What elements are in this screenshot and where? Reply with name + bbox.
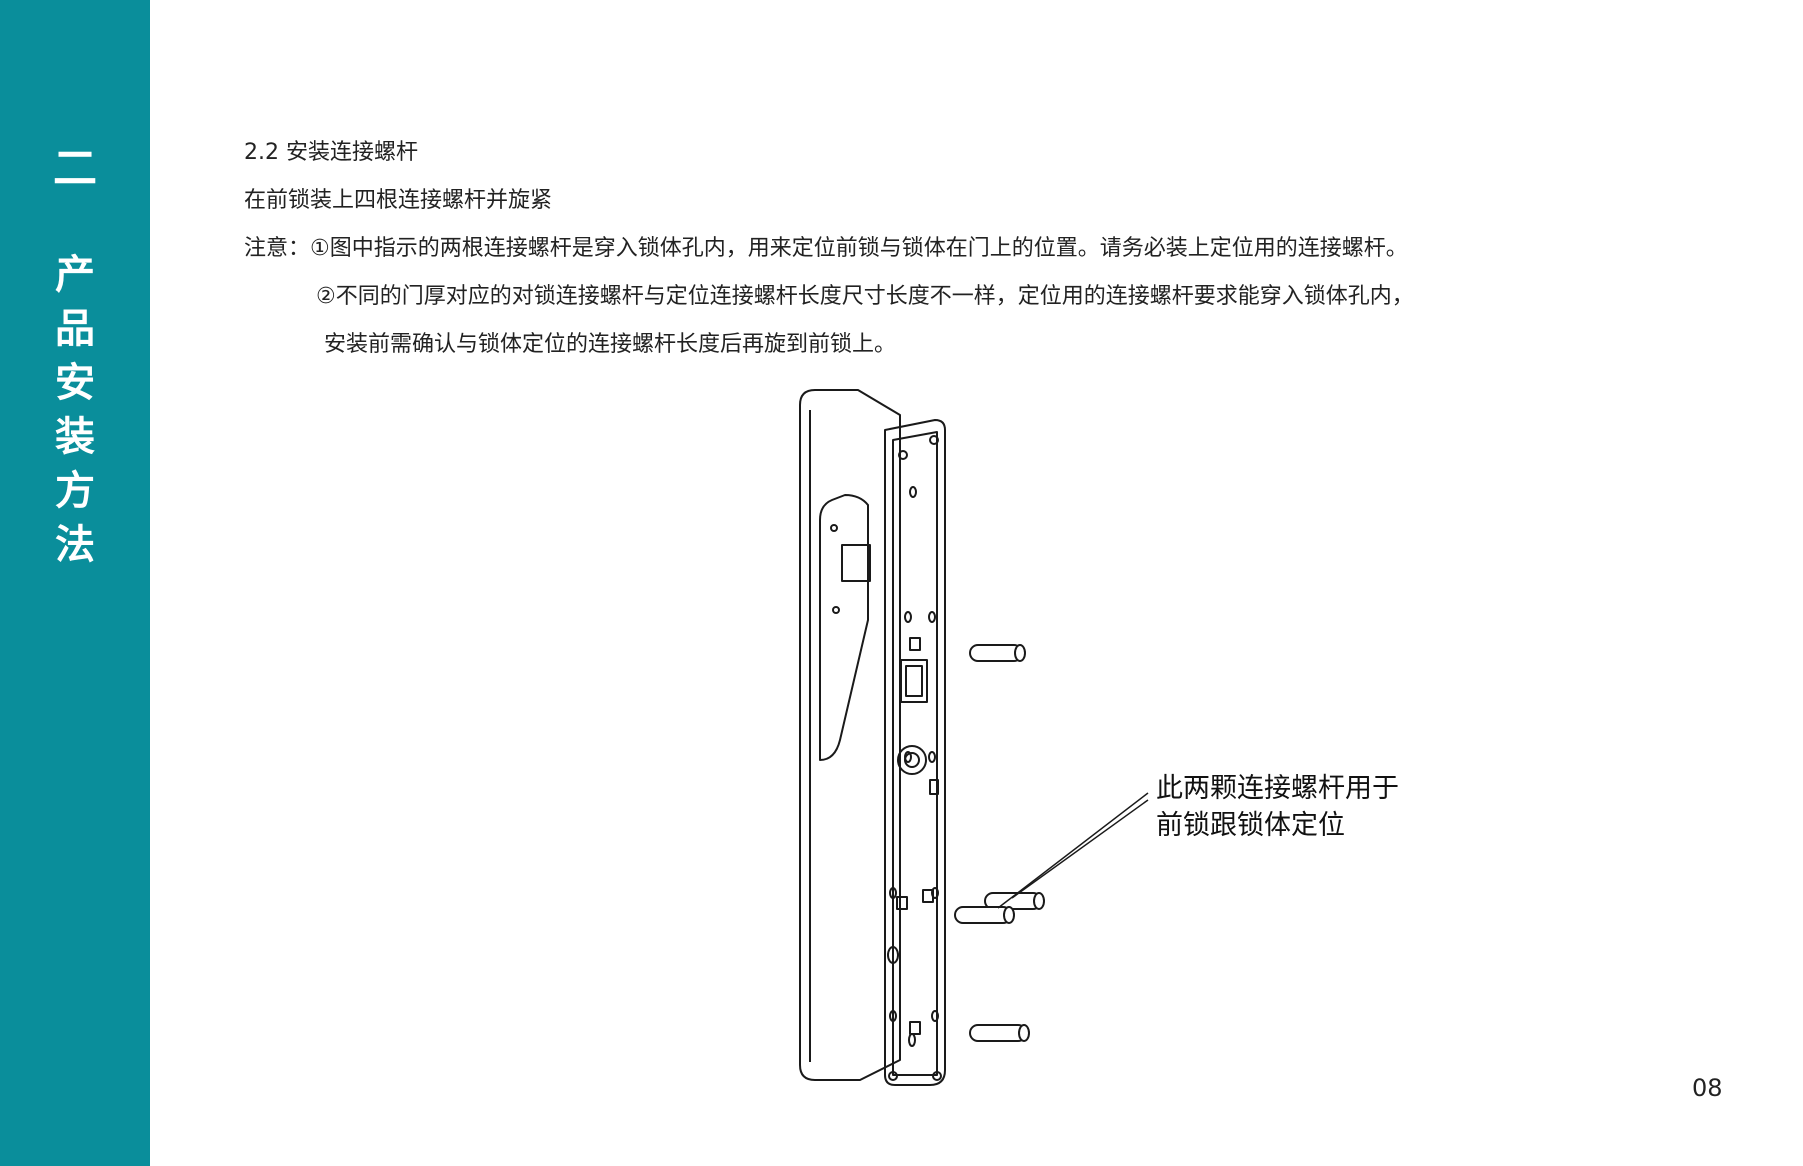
callout-line: 此两颗连接螺杆用于 <box>1156 773 1399 804</box>
subsection-heading: 2.2 安装连接螺杆 <box>244 140 418 165</box>
note-line-1: 注意：①图中指示的两根连接螺杆是穿入锁体孔内，用来定位前锁与锁体在门上的位置。请… <box>244 236 1408 261</box>
note-line-2: ②不同的门厚对应的对锁连接螺杆与定位连接螺杆长度尺寸长度不一样，定位用的连接螺杆… <box>316 284 1414 309</box>
section-title-char: 装 <box>55 414 95 460</box>
section-sidebar: 二 产 品 安 装 方 法 <box>0 0 150 1166</box>
section-title-char: 安 <box>55 360 95 406</box>
section-title-char: 产 <box>55 252 95 298</box>
instruction-text: 在前锁装上四根连接螺杆并旋紧 <box>244 188 553 213</box>
section-number: 二 <box>53 143 97 194</box>
section-title: 产 品 安 装 方 法 <box>0 248 150 572</box>
section-title-char: 方 <box>55 468 95 514</box>
callout-line: 前锁跟锁体定位 <box>1156 810 1345 841</box>
bolt <box>969 1024 1030 1042</box>
section-title-char: 法 <box>55 522 95 568</box>
note-line-3: 安装前需确认与锁体定位的连接螺杆长度后再旋到前锁上。 <box>324 332 897 357</box>
connection-bolts <box>954 644 1045 1042</box>
section-title-char: 品 <box>55 306 95 352</box>
bolt <box>984 892 1045 910</box>
door-lock-illustration <box>799 389 946 1086</box>
bolt <box>954 906 1015 924</box>
page-number: 08 <box>1692 1074 1723 1102</box>
callout-leader-lines <box>997 792 1149 909</box>
bolt-callout-label: 此两颗连接螺杆用于 前锁跟锁体定位 <box>1156 770 1399 844</box>
bolt <box>969 644 1026 662</box>
